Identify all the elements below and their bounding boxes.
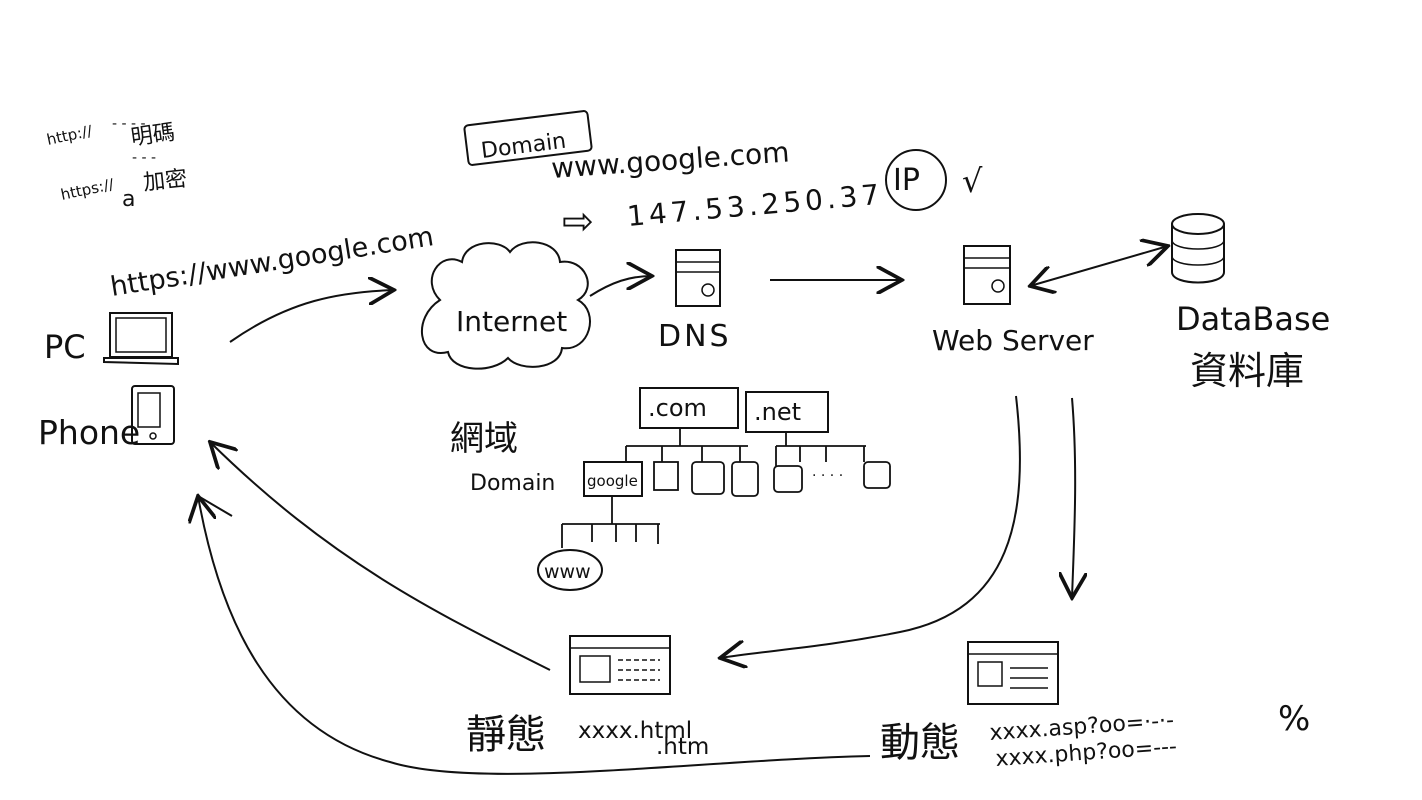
google-domain: google xyxy=(587,472,638,490)
ip-circle xyxy=(885,149,947,211)
resolve-arrow: ⇨ xyxy=(562,199,594,243)
internet-label: Internet xyxy=(456,305,567,338)
phone-node: Phone xyxy=(38,385,175,452)
domain-name: www.google.com xyxy=(550,135,790,185)
database-cn-label: 資料庫 xyxy=(1190,349,1304,393)
webserver-node: Web Server xyxy=(932,245,1094,357)
internet-node: Internet xyxy=(420,241,591,370)
static-ext-2: .htm xyxy=(656,734,709,760)
phone-label: Phone xyxy=(38,413,140,452)
dns-node: DNS xyxy=(658,249,732,354)
return-arrow-tail xyxy=(197,495,233,517)
tld-com-box xyxy=(639,387,739,429)
encrypted-marker: a xyxy=(122,187,135,212)
protocol-notes: http:// - - - - 明碼 https:// - - - a 加密 xyxy=(45,116,188,212)
pc-label: PC xyxy=(44,328,86,366)
www-circle xyxy=(537,549,603,591)
tld-net: .net xyxy=(754,398,801,426)
https-note: https:// xyxy=(59,175,116,204)
plaintext-label: 明碼 xyxy=(129,120,176,151)
pc-to-internet-arrow xyxy=(229,290,394,343)
tld-com: .com xyxy=(648,394,707,422)
database-label: DataBase xyxy=(1176,300,1330,338)
webserver-to-static-arrow xyxy=(720,395,1021,658)
webpage-icon xyxy=(569,635,671,695)
percent-sign: % xyxy=(1278,699,1310,739)
ip-label: IP xyxy=(893,163,920,198)
laptop-icon xyxy=(103,312,179,366)
static-page-node: 靜態 xxxx.html .htm xyxy=(466,635,709,760)
domain-section: Domain www.google.com ⇨ 147.53.250.37 IP… xyxy=(463,110,983,243)
dynamic-to-client-arrow xyxy=(198,496,871,775)
domain-tree: 網域 Domain .com .net google · · · · xyxy=(450,387,891,591)
webserver-label: Web Server xyxy=(932,324,1094,357)
google-domain-box xyxy=(583,461,643,497)
phone-icon xyxy=(131,385,175,445)
webserver-to-dynamic-arrow xyxy=(1072,397,1075,598)
dns-label: DNS xyxy=(658,319,732,354)
encrypted-label: 加密 xyxy=(142,167,188,196)
database-node: DataBase 資料庫 xyxy=(1171,213,1330,393)
static-label: 靜態 xyxy=(466,712,546,758)
http-dots: - - - - xyxy=(112,116,146,132)
webpage-icon xyxy=(967,641,1059,705)
database-icon xyxy=(1171,213,1225,284)
domain-tree-title-cn: 網域 xyxy=(450,419,518,459)
internet-to-dns-arrow xyxy=(589,276,652,297)
net-ellipsis: · · · · xyxy=(812,468,843,484)
www-label: www xyxy=(544,561,591,583)
pc-node: PC xyxy=(44,312,179,366)
static-to-client-arrow xyxy=(210,442,551,671)
server-icon xyxy=(675,249,721,307)
domain-tag-box xyxy=(463,110,593,166)
http-note: http:// xyxy=(45,122,95,149)
check-mark: √ xyxy=(962,162,983,200)
domain-tree-title: Domain xyxy=(470,471,555,496)
https-dots: - - - xyxy=(132,150,156,166)
static-ext-1: xxxx.html xyxy=(578,718,692,744)
server-icon xyxy=(963,245,1011,305)
dynamic-page-node: 動態 xxxx.asp?oo=·-·- xxxx.php?oo=--- % xyxy=(880,641,1310,772)
dynamic-label: 動態 xyxy=(880,720,960,766)
cloud-icon xyxy=(420,241,591,370)
ip-value: 147.53.250.37 xyxy=(626,178,885,233)
tld-net-box xyxy=(745,391,829,433)
webserver-database-arrow xyxy=(1030,246,1168,286)
